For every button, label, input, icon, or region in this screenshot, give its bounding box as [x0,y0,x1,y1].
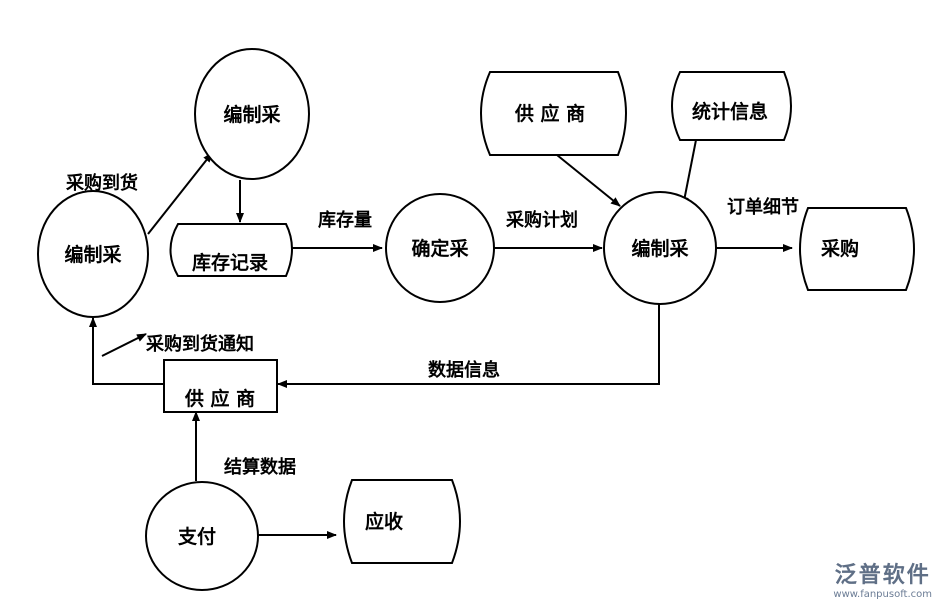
node-payment-label: 支付 [177,525,216,548]
label-purchase-plan: 采购计划 [505,209,578,231]
watermark: 泛普软件 www.fanpusoft.com [833,557,932,600]
node-compile-left: 编制采 [37,190,149,318]
node-compile-left-label: 编制采 [64,243,121,266]
entity-supplier-box-label: 供 应 商 [184,387,255,410]
node-compile-main: 编制采 [603,191,717,305]
store-inventory-record: 库存记录 [169,223,293,277]
node-confirm-label: 确定采 [411,237,468,260]
edge-arrival [147,152,213,235]
store-purchase: 采购 [799,207,915,291]
label-data-info: 数据信息 [428,359,500,381]
store-inventory-record-label: 库存记录 [192,251,268,274]
entity-supplier-box: 供 应 商 [163,359,278,413]
store-receivable-label: 应收 [365,510,403,533]
label-arrival: 采购到货 [65,172,138,194]
store-receivable: 应收 [343,479,461,564]
store-supplier-top: 供 应 商 [480,71,627,156]
node-payment: 支付 [145,481,259,591]
node-compile-top-label: 编制采 [223,103,280,126]
node-compile-top: 编制采 [194,48,310,180]
node-confirm: 确定采 [385,193,495,303]
edge-stats-to-compile [680,139,697,207]
watermark-brand: 泛普软件 [834,563,931,588]
edge-supplier-to-compile [556,154,621,207]
store-purchase-label: 采购 [821,237,859,260]
store-stats-info-label: 统计信息 [692,100,768,123]
label-order-detail: 订单细节 [727,196,799,218]
store-supplier-top-label: 供 应 商 [514,102,585,125]
edge-data-info [277,304,660,388]
label-stock-qty: 库存量 [318,209,372,231]
label-settlement: 结算数据 [224,456,296,478]
edge-arrival-notice-pointer [101,333,147,357]
store-stats-info: 统计信息 [671,71,792,141]
edge-supplier-to-compile-left [89,317,164,385]
label-arrival-notice: 采购到货通知 [145,333,254,355]
watermark-url: www.fanpusoft.com [833,589,932,600]
node-compile-main-label: 编制采 [631,237,688,260]
